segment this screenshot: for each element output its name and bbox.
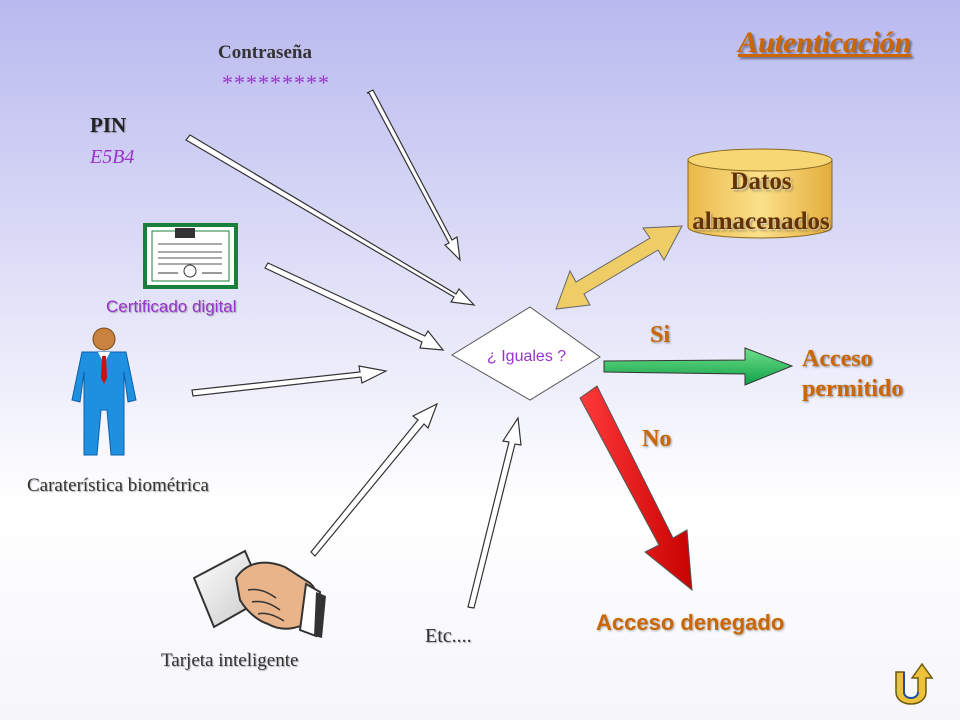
database-icon [687,148,833,239]
person-icon [71,327,137,456]
access-granted-line2: permitido [802,376,904,402]
yes-label: Si [650,322,671,348]
no-arrow [579,385,693,592]
arrow-tarjeta [310,402,439,557]
page-title: Autenticación [738,26,912,59]
access-granted-label: Acceso permitido [802,344,903,404]
compare-label: ¿ Iguales ? [487,348,567,365]
arrow-certificado [264,262,445,351]
tarjeta-label: Tarjeta inteligente [161,650,299,671]
arrow-pin [185,134,476,306]
database-label: Datos almacenados [690,162,832,242]
contrasena-label: Contraseña [218,42,312,63]
sync-double-arrow [555,225,683,310]
certificate-icon [143,223,238,289]
database-label-line1: Datos [730,168,792,195]
etc-label: Etc.... [425,625,472,647]
compare-diamond [451,306,601,401]
yes-arrow [603,347,794,386]
certificado-label: Certificado digital [106,297,237,316]
hand-card-icon [192,549,326,638]
biometrica-label: Caraterística biométrica [27,475,209,496]
arrow-etc [467,416,522,609]
pin-value: E5B4 [90,146,135,168]
access-granted-line1: Acceso [802,346,873,372]
contrasena-value: ********* [222,70,330,95]
arrow-biometrica [191,365,388,397]
input-arrows [185,89,522,609]
arrow-contrasena [366,89,461,262]
pin-label: PIN [90,113,127,137]
access-denied-label: Acceso denegado [596,610,785,635]
no-label: No [642,426,672,452]
return-arrow-icon[interactable] [895,662,934,705]
database-label-line2: almacenados [692,208,830,235]
